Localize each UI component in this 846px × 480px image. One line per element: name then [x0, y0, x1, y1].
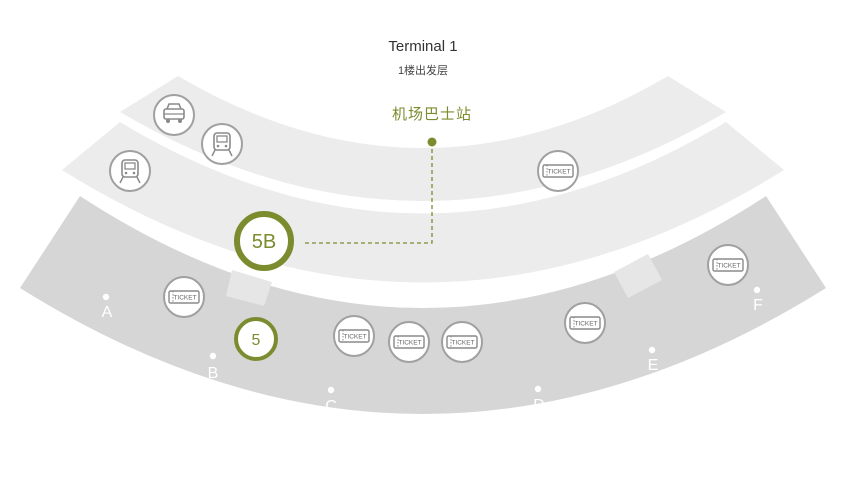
ticket-icon[interactable]: TICKET: [564, 302, 606, 344]
ticket-icon[interactable]: TICKET: [707, 244, 749, 286]
ticket-label: TICKET: [547, 169, 570, 176]
gate-b-label: B: [207, 365, 219, 382]
car-icon[interactable]: [153, 94, 195, 136]
door-5b-badge[interactable]: 5B: [234, 211, 294, 271]
ticket-icon[interactable]: TICKET: [163, 276, 205, 318]
terminal-title: Terminal 1: [388, 38, 458, 55]
bus-stop-dot: [427, 137, 437, 147]
gate-d-dot: [534, 385, 542, 393]
gate-a-label: A: [101, 304, 113, 321]
airport-bus-label[interactable]: 机场巴士站: [391, 106, 472, 123]
ticket-label: TICKET: [717, 263, 740, 270]
ticket-icon[interactable]: TICKET: [537, 150, 579, 192]
ticket-label: TICKET: [451, 340, 474, 347]
ticket-icon[interactable]: TICKET: [333, 315, 375, 357]
door-5b-label: 5B: [252, 231, 276, 253]
gate-e-label: E: [647, 357, 659, 374]
ticket-icon[interactable]: TICKET: [441, 321, 483, 363]
gate-e-dot: [648, 346, 656, 354]
door-5-label: 5: [252, 332, 261, 349]
ticket-label: TICKET: [343, 334, 366, 341]
gate-c-label: C: [325, 398, 337, 415]
ticket-label: TICKET: [173, 295, 196, 302]
bus-route-line: [304, 142, 433, 244]
train-icon[interactable]: [201, 123, 243, 165]
ticket-label: TICKET: [574, 321, 597, 328]
gate-f-label: F: [753, 297, 763, 314]
connector-right: [614, 254, 662, 298]
floor-subtitle: 1楼出发层: [397, 65, 449, 77]
ticket-label: TICKET: [398, 340, 421, 347]
train-icon[interactable]: [109, 150, 151, 192]
ticket-icon[interactable]: TICKET: [388, 321, 430, 363]
gate-c-dot: [327, 386, 335, 394]
gate-f-dot: [753, 286, 761, 294]
departure-hall-band: [20, 196, 826, 414]
door-5-badge[interactable]: 5: [234, 317, 278, 361]
connector-left: [226, 270, 272, 306]
gate-a-dot: [102, 293, 110, 301]
gate-b-dot: [209, 352, 217, 360]
gate-d-label: D: [533, 397, 545, 414]
